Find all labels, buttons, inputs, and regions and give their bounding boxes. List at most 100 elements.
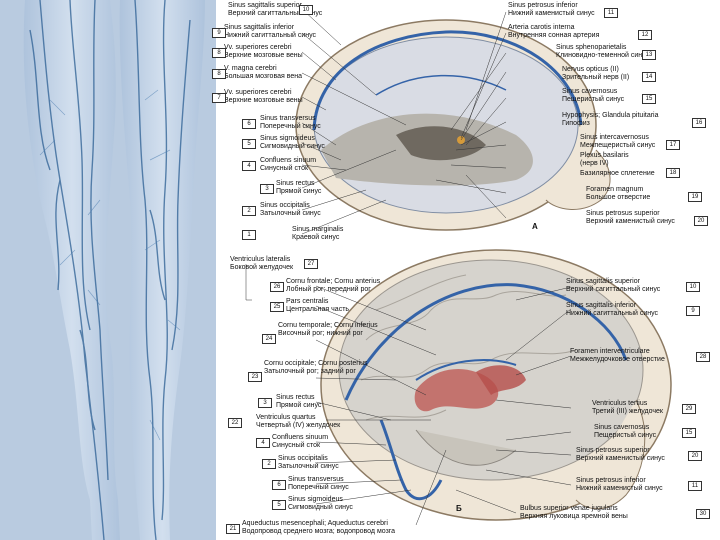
label-a-sinus-transversus: 6 Sinus transversus Поперечный синус [260,115,321,131]
latin-term: Confluens sinuum [260,157,316,165]
label-b-cornu-occipitale: 23 Cornu occipitale; Cornu posterius Зат… [264,360,368,376]
label-number: 5 [242,139,256,149]
latin-term: Sinus petrosus superior [586,210,675,218]
label-number: 8 [212,69,226,79]
latin-term: Sinus transversus [260,115,321,123]
latin-term: Foramen magnum [586,186,650,194]
label-number: 28 [696,352,710,362]
russian-term: Поперечный синус [288,484,349,492]
latin-term: Aqueductus mesencephali; Aqueductus cere… [242,520,395,528]
label-a-sinus-petrosus-superior: 20 Sinus petrosus superior Верхний камен… [586,210,675,226]
label-b-sinus-petrosus-superior: 20 Sinus petrosus superior Верхний камен… [576,447,665,463]
latin-term: Sinus sagittalis superior [566,278,660,286]
label-a-arteria-carotis-interna: 12 Arteria carotis interna Внутренняя со… [508,24,599,40]
label-number: 6 [242,119,256,129]
russian-term: Лобный рог; передний рог [286,286,380,294]
label-b-ventriculus-lateralis: 27 Ventriculus lateralis Боковой желудоч… [230,256,293,272]
label-number: 2 [242,206,256,216]
leg-veins-illustration [0,0,216,540]
latin-term: Sinus sigmoideus [260,135,325,143]
anatomy-plate: 10 Sinus sagittalis superior Верхний саг… [216,0,720,540]
label-a-sinus-cavernosus: 15 Sinus cavernosus Пещеристый синус [562,88,624,104]
russian-term: Межжелудочковое отверстие [570,356,665,364]
label-a-sinus-occipitalis: 2 Sinus occipitalis Затылочный синус [260,202,321,218]
label-number: 9 [212,28,226,38]
latin-term: Sinus petrosus superior [576,447,665,455]
latin-term: V. magna cerebri [224,65,302,73]
latin-term: Sinus sigmoideus [288,496,353,504]
label-number: 16 [692,118,706,128]
russian-term: Базилярное сплетение [580,170,655,178]
label-a-sinus-sagittalis-superior: 10 Sinus sagittalis superior Верхний саг… [228,2,322,18]
russian-term: Синусный сток [272,442,328,450]
label-number: 10 [686,282,700,292]
russian-term: Сигмовидный синус [288,504,353,512]
latin-term: Sinus occipitalis [260,202,321,210]
russian-term: Верхняя луковица яремной вены [520,513,628,521]
latin-term: Sinus rectus [276,180,321,188]
label-number: 7 [212,93,226,103]
figure-a-letter: А [532,222,538,231]
russian-term: Затылочный синус [260,210,321,218]
label-a-sinus-marginalis: 1 Sinus marginalis Краевой синус [292,226,343,242]
label-number: 10 [299,5,313,15]
latin-term: Cornu frontale; Cornu anterius [286,278,380,286]
russian-term: Синусный сток [260,165,316,173]
russian-term: Клиновидно-теменной синус [556,52,649,60]
label-number: 13 [642,50,656,60]
russian-term: Нижний сагиттальный синус [224,32,316,40]
label-number: 17 [666,140,680,150]
label-number: 3 [258,398,272,408]
label-b-foramen-interventriculare: 28 Foramen interventriculare Межжелудочк… [570,348,665,364]
latin-term: Sinus marginalis [292,226,343,234]
label-a-vv-superiores-cerebri-2: 7 Vv. superiores cerebri Верхние мозговы… [224,89,303,105]
russian-term: Водопровод среднего мозга; водопровод мо… [242,528,395,536]
russian-term: Большое отверстие [586,194,650,202]
latin-term: Ventriculus tertius [592,400,663,408]
label-number: 11 [604,8,618,18]
russian-term: Верхние мозговые вены [224,52,303,60]
latin-term: Vv. superiores cerebri [224,44,303,52]
label-b-sinus-sagittalis-superior: 10 Sinus sagittalis superior Верхний саг… [566,278,660,294]
label-b-ventriculus-quartus: 22 Ventriculus quartus Четвертый (IV) же… [256,414,340,430]
latin-term: Arteria carotis interna [508,24,599,32]
russian-term: Верхний каменистый синус [576,455,665,463]
label-a-nervus-opticus: 14 Nervus opticus (II) Зрительный нерв (… [562,66,629,82]
label-b-pars-centralis: 25 Pars centralis Центральная часть [286,298,349,314]
latin-term: Sinus rectus [276,394,321,402]
latin-term: Sinus occipitalis [278,455,339,463]
latin-term: Foramen interventriculare [570,348,665,356]
latin-term: Ventriculus lateralis [230,256,293,264]
label-a-basilar-plexus-ru: 18 Базилярное сплетение [580,170,655,178]
label-b-aqueductus: 21 Aqueductus mesencephali; Aqueductus c… [242,520,395,536]
russian-term: Нижний сагиттальный синус [566,310,658,318]
russian-term: (нерв IV) [580,160,629,168]
label-number: 15 [642,94,656,104]
latin-term: Sinus cavernosus [562,88,624,96]
label-number: 2 [262,459,276,469]
label-b-sinus-petrosus-inferior: 11 Sinus petrosus inferior Нижний камени… [576,477,663,493]
label-a-hypophysis: 16 Hypophysis; Glandula pituitaria Гипоф… [562,112,659,128]
label-b-sinus-transversus: 6 Sinus transversus Поперечный синус [288,476,349,492]
latin-term: Sinus petrosus inferior [576,477,663,485]
label-b-bulbus-jugularis: 30 Bulbus superior venae jugularis Верхн… [520,505,628,521]
russian-term: Пещеристый синус [594,432,656,440]
label-number: 26 [270,282,284,292]
russian-term: Краевой синус [292,234,343,242]
latin-term: Pars centralis [286,298,349,306]
label-a-sinus-rectus: 3 Sinus rectus Прямой синус [276,180,321,196]
label-a-v-magna-cerebri: 8 V. magna cerebri Большая мозговая вена [224,65,302,81]
label-b-sinus-rectus: 3 Sinus rectus Прямой синус [276,394,321,410]
label-number: 12 [638,30,652,40]
label-number: 21 [226,524,240,534]
russian-term: Верхние мозговые вены [224,97,303,105]
russian-term: Большая мозговая вена [224,73,302,81]
label-number: 27 [304,259,318,269]
label-number: 19 [688,192,702,202]
russian-term: Четвертый (IV) желудочек [256,422,340,430]
label-a-sinus-sagittalis-inferior: 9 Sinus sagittalis inferior Нижний сагит… [224,24,316,40]
russian-term: Нижний каменистый синус [576,485,663,493]
label-number: 9 [686,306,700,316]
russian-term: Зрительный нерв (II) [562,74,629,82]
russian-term: Затылочный синус [278,463,339,471]
